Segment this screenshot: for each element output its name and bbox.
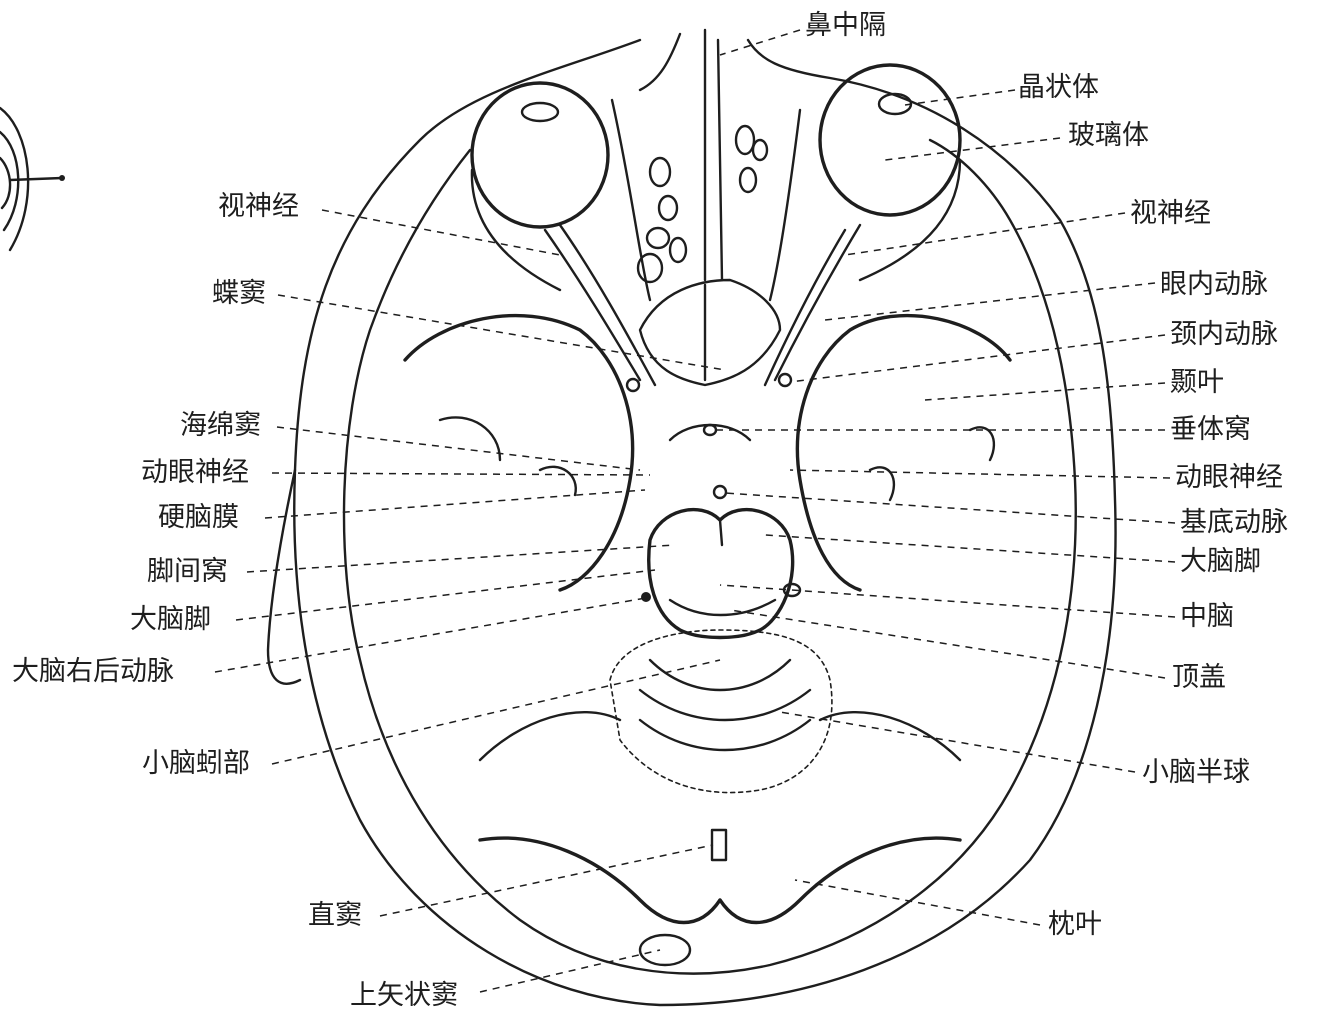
skull-outline: [268, 34, 1116, 1005]
sella-region: [627, 374, 800, 602]
label-cerebral-peduncle-left: 大脑脚: [130, 606, 211, 633]
label-cerebellar-hemisphere: 小脑半球: [1142, 759, 1250, 786]
label-dura-mater: 硬脑膜: [158, 504, 239, 531]
optic-nerves: [545, 225, 860, 385]
label-basilar-artery: 基底动脉: [1180, 509, 1288, 536]
label-optic-nerve-left: 视神经: [218, 193, 299, 220]
partial-adjacent-figure: [0, 108, 65, 250]
label-sphenoid-sinus: 蝶窦: [212, 280, 266, 307]
label-temporal-lobe: 颞叶: [1170, 369, 1224, 396]
label-optic-nerve-right: 视神经: [1130, 200, 1211, 227]
nasal-region: [612, 30, 800, 385]
temporal-lobes: [405, 316, 1010, 590]
label-oculomotor-nerve-right: 动眼神经: [1175, 464, 1283, 491]
midbrain: [649, 510, 793, 638]
label-vitreous-body: 玻璃体: [1068, 122, 1149, 149]
label-nasal-septum: 鼻中隔: [805, 12, 886, 39]
label-right-posterior-cerebral-artery: 大脑右后动脉: [12, 658, 174, 685]
orbits: [472, 65, 960, 290]
label-cavernous-sinus: 海绵窦: [180, 412, 261, 439]
label-ophthalmic-artery: 眼内动脉: [1160, 271, 1268, 298]
label-cerebral-peduncle-right: 大脑脚: [1180, 548, 1261, 575]
label-straight-sinus: 直窦: [308, 902, 362, 929]
label-occipital-lobe: 枕叶: [1048, 911, 1102, 938]
label-superior-sagittal-sinus: 上矢状窦: [350, 982, 458, 1009]
label-cerebellar-vermis: 小脑蚓部: [142, 750, 250, 777]
label-midbrain: 中脑: [1180, 603, 1234, 630]
label-internal-carotid-artery: 颈内动脉: [1170, 321, 1278, 348]
label-lens: 晶状体: [1018, 74, 1099, 101]
label-tectum: 顶盖: [1172, 664, 1226, 691]
label-oculomotor-nerve-left: 动眼神经: [141, 459, 249, 486]
label-interpeduncular-fossa: 脚间窝: [147, 558, 228, 585]
label-pituitary-fossa: 垂体窝: [1170, 416, 1251, 443]
